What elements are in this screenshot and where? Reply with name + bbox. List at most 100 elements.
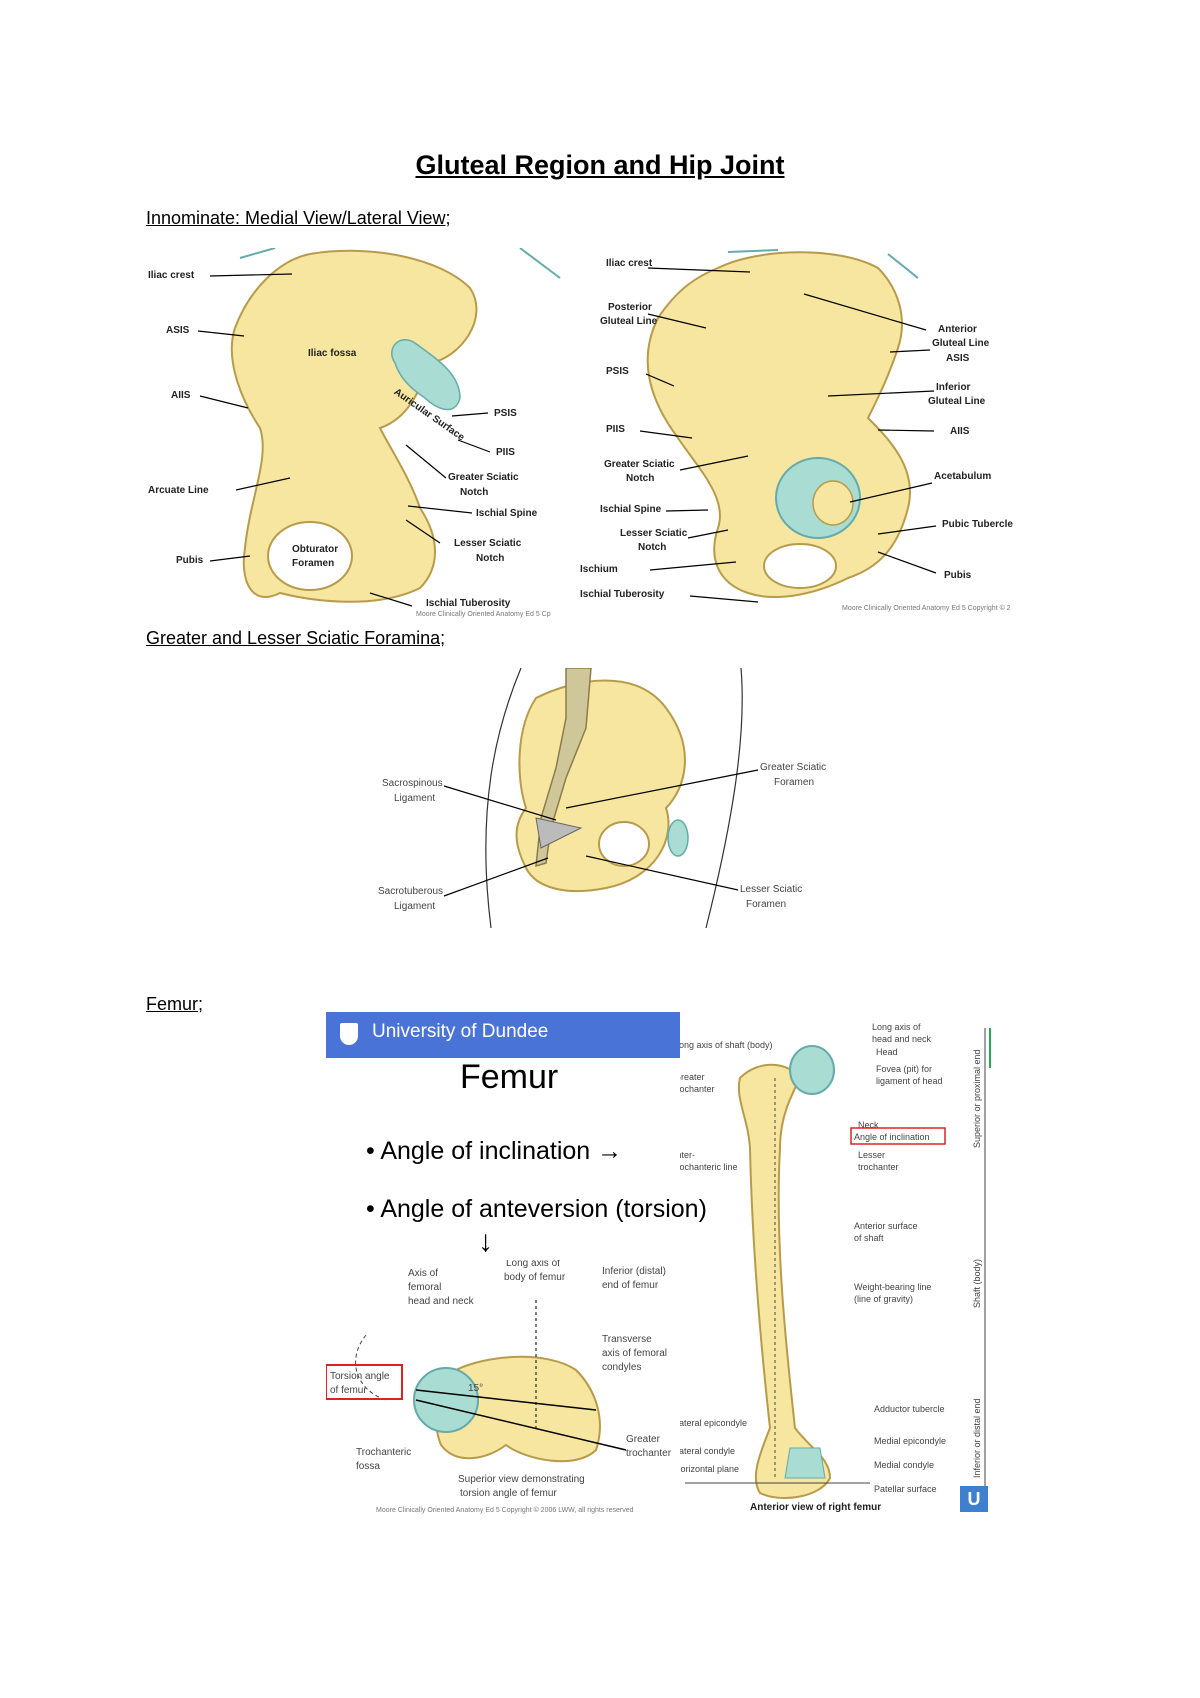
label: Ischial Tuberosity [580, 589, 665, 600]
label: trochanteric line [680, 1162, 738, 1172]
label: Ischial Spine [600, 504, 662, 515]
label: AIIS [171, 390, 191, 401]
innominate-medial-view: Iliac crest ASIS AIIS Arcuate Line Pubis… [140, 248, 580, 618]
label: Pubis [176, 555, 204, 566]
label: Iliac crest [606, 258, 653, 269]
label: Torsion angle [330, 1371, 390, 1382]
label: Lesser Sciatic [454, 538, 522, 549]
bullet-text: Angle of anteversion (torsion) [380, 1195, 707, 1223]
label: Sacrospinous [382, 778, 443, 789]
label: Axis of [408, 1268, 438, 1279]
label: head and neck [872, 1034, 932, 1044]
shield-icon [340, 1023, 358, 1045]
label: (line of gravity) [854, 1294, 913, 1304]
down-arrow-icon: ↓ [478, 1225, 493, 1258]
label: Medial condyle [874, 1460, 934, 1470]
label: trochanter [858, 1162, 899, 1172]
bullet-inclination: • Angle of inclination → [366, 1137, 623, 1165]
label: Adductor tubercle [874, 1404, 945, 1414]
heading-innominate: Innominate: Medial View/Lateral View; [146, 208, 451, 228]
label: head and neck [408, 1296, 475, 1307]
label: Pubis [944, 570, 972, 581]
label: Long axis of shaft (body) [680, 1040, 773, 1050]
label: Greater [680, 1072, 705, 1082]
label: Neck [858, 1120, 879, 1130]
label: Iliac fossa [308, 348, 357, 359]
credit: Moore Clinically Oriented Anatomy Ed 5 C… [416, 611, 551, 618]
label: AIIS [950, 426, 970, 437]
label: Long axis of [506, 1260, 560, 1269]
label: Inferior [936, 382, 971, 393]
label: Anterior surface [854, 1221, 918, 1231]
label: Inferior (distal) [602, 1266, 666, 1277]
label: Gluteal Line [932, 338, 990, 349]
heading-sciatic-foramina: Greater and Lesser Sciatic Foramina; [146, 628, 446, 648]
label: Lesser Sciatic [620, 528, 688, 539]
label: Greater Sciatic [604, 459, 675, 470]
label: Gluteal Line [600, 316, 658, 327]
label: Medial epicondyle [874, 1436, 946, 1446]
label: Anterior [938, 324, 977, 335]
label: body of femur [504, 1272, 566, 1283]
label: ASIS [946, 353, 970, 364]
sciatic-foramina-figure: Sacrospinous Ligament Sacrotuberous Liga… [376, 668, 846, 928]
label: of shaft [854, 1233, 884, 1243]
label: Foramen [774, 777, 814, 788]
label: Greater [626, 1434, 661, 1445]
label: ligament of head [876, 1076, 943, 1086]
bullet-anteversion: • Angle of anteversion (torsion) [366, 1195, 707, 1223]
label: Shaft (body) [972, 1259, 982, 1308]
label: Long axis of [872, 1022, 921, 1032]
label: Foramen [292, 558, 334, 569]
page-title: Gluteal Region and Hip Joint [415, 150, 785, 180]
label: Greater Sciatic [448, 472, 519, 483]
label: condyles [602, 1362, 641, 1373]
label: Lateral condyle [680, 1446, 735, 1456]
label: Inter- [680, 1150, 695, 1160]
label: Ischium [580, 564, 618, 575]
label: Arcuate Line [148, 485, 209, 496]
slide-title: Femur [460, 1058, 559, 1096]
femur-anterior-view: Long axis of shaft (body) Long axis of h… [680, 1008, 1000, 1518]
label: Fovea (pit) for [876, 1064, 932, 1074]
label: Greater Sciatic [760, 762, 826, 773]
label: Inferior or distal end [972, 1398, 982, 1478]
label: Angle of inclination [854, 1132, 930, 1142]
label: trochanter [626, 1448, 672, 1459]
label: Obturator [292, 544, 338, 555]
dundee-logo-icon: U [960, 1486, 988, 1512]
label: femoral [408, 1282, 441, 1293]
banner-text: University of Dundee [372, 1021, 549, 1042]
label: Lesser Sciatic [740, 884, 802, 895]
label: Notch [638, 542, 666, 553]
label: Notch [476, 553, 504, 564]
label: PIIS [496, 447, 515, 458]
label: Notch [626, 473, 654, 484]
credit: Moore Clinically Oriented Anatomy Ed 5 C… [376, 1506, 634, 1514]
label: Lateral epicondyle [680, 1418, 747, 1428]
label: Foramen [746, 899, 786, 910]
label: Notch [460, 487, 488, 498]
label: Gluteal Line [928, 396, 986, 407]
label: fossa [356, 1461, 380, 1472]
label: Ligament [394, 793, 435, 804]
label: Ligament [394, 901, 435, 912]
heading-femur: Femur; [146, 994, 204, 1014]
label: PSIS [494, 408, 517, 419]
label: Iliac crest [148, 270, 195, 281]
label: Head [876, 1047, 898, 1057]
label: trochanter [680, 1084, 715, 1094]
label: ASIS [166, 325, 190, 336]
university-banner [326, 1012, 680, 1058]
label: Superior view demonstrating [458, 1474, 585, 1485]
label: axis of femoral [602, 1348, 667, 1359]
bullet-text: Angle of inclination → [380, 1137, 623, 1165]
credit: Moore Clinically Oriented Anatomy Ed 5 C… [842, 604, 1011, 612]
label: 15° [468, 1383, 483, 1394]
label: torsion angle of femur [460, 1488, 557, 1499]
label: Posterior [608, 302, 652, 313]
innominate-lateral-view: Iliac crest Posterior Gluteal Line PSIS … [578, 248, 1018, 618]
label: Patellar surface [874, 1484, 937, 1494]
label: Transverse [602, 1334, 652, 1345]
label: PIIS [606, 424, 625, 435]
